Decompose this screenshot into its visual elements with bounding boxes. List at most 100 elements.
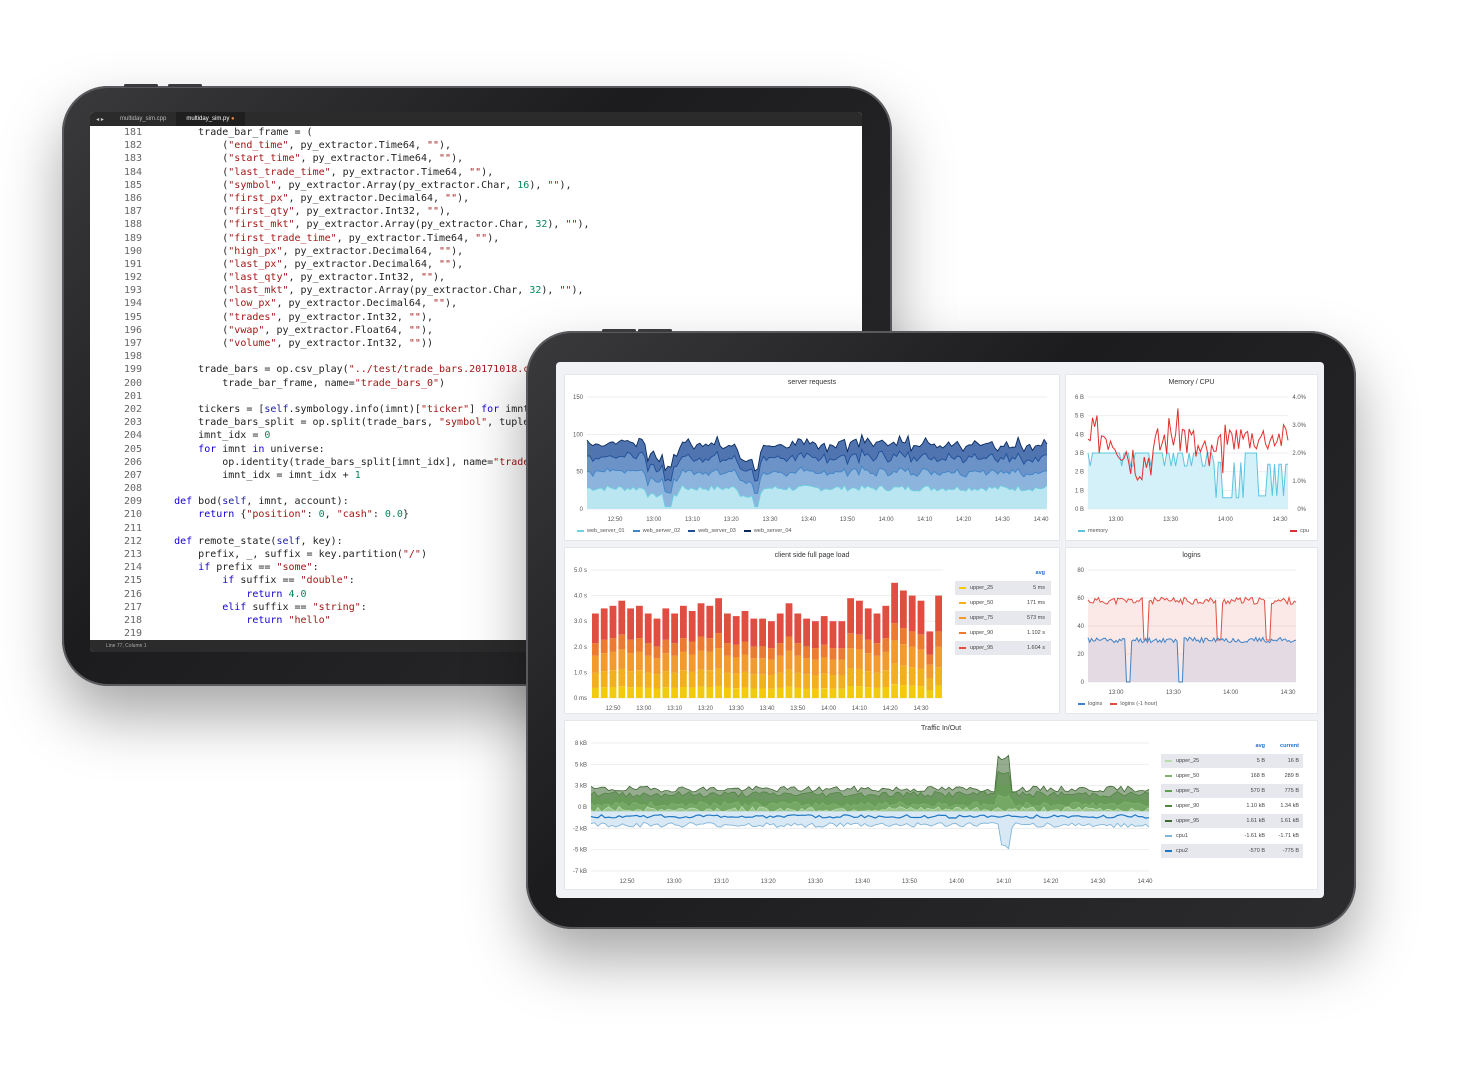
line-number: 206 [123, 456, 142, 468]
legend-item-memory[interactable]: memory [1078, 528, 1108, 534]
line-number: 184 [123, 166, 142, 178]
code-line[interactable]: 198 [90, 350, 862, 363]
legend-label: web_server_02 [642, 528, 681, 534]
legend-item-cpu[interactable]: cpu [1290, 528, 1309, 534]
legend-item[interactable]: web_server_01 [577, 528, 625, 534]
code-line[interactable]: 210 return {"position": 0, "cash": 0.0} [90, 508, 862, 521]
legend-item[interactable]: web_server_04 [743, 528, 791, 534]
code-line[interactable]: 196 ("vwap", py_extractor.Float64, ""), [90, 324, 862, 337]
logins-prev-line [1087, 595, 1297, 641]
bar-segment-upper_90 [715, 633, 722, 649]
code-line[interactable]: 181 trade_bar_frame = ( [90, 126, 862, 139]
bar-segment-upper_75 [618, 649, 626, 669]
legend-item[interactable]: logins (-1 hour) [1110, 701, 1157, 707]
legend-avg: 570 B [1250, 788, 1265, 794]
code-line[interactable]: 213 prefix, _, suffix = key.partition("/… [90, 548, 862, 561]
tab-multiday-sim-py[interactable]: multiday_sim.py ● [176, 112, 245, 126]
bar-segment-upper_90 [785, 636, 793, 651]
code-line[interactable]: 192 ("last_qty", py_extractor.Int32, "")… [90, 271, 862, 284]
code-line[interactable]: 212 def remote_state(self, key): [90, 535, 862, 548]
code-line[interactable]: 206 op.identity(trade_bars_split[imnt_id… [90, 456, 862, 469]
code-line[interactable]: 200 trade_bar_frame, name="trade_bars_0"… [90, 377, 862, 390]
bar-segment-upper_75 [847, 648, 854, 669]
code-line[interactable]: 204 imnt_idx = 0 [90, 429, 862, 442]
code-line[interactable]: 202 tickers = [self.symbology.info(imnt)… [90, 403, 862, 416]
code-line[interactable]: 186 ("first_px", py_extractor.Decimal64,… [90, 192, 862, 205]
code-line[interactable]: 211 [90, 522, 862, 535]
bar-segment-upper_95 [917, 600, 925, 635]
legend-item[interactable]: web_server_03 [688, 528, 736, 534]
legend-row[interactable]: cpu1-1.61 kB-1.71 kB [1161, 829, 1303, 843]
code-line[interactable]: 189 ("first_trade_time", py_extractor.Ti… [90, 232, 862, 245]
code-line[interactable]: 207 imnt_idx = imnt_idx + 1 [90, 469, 862, 482]
code-line[interactable]: 208 [90, 482, 862, 495]
legend-header-avg[interactable]: avg [1255, 743, 1265, 749]
legend-header-current[interactable]: current [1280, 743, 1299, 749]
line-number: 189 [123, 232, 142, 244]
tab-multiday-sim-cpp[interactable]: multiday_sim.cpp [120, 116, 167, 122]
code-line[interactable]: 217 elif suffix == "string": [90, 601, 862, 614]
code-line[interactable]: 205 for imnt in universe: [90, 443, 862, 456]
code-line[interactable]: 218 return "hello" [90, 614, 862, 627]
bar-segment-upper_75 [803, 658, 810, 675]
code-line[interactable]: 188 ("first_mkt", py_extractor.Array(py_… [90, 218, 862, 231]
code-line[interactable]: 194 ("low_px", py_extractor.Decimal64, "… [90, 297, 862, 310]
line-web_server_03 [586, 448, 1047, 482]
line-code: ("first_trade_time", py_extractor.Time64… [150, 232, 500, 244]
bar-segment-upper_90 [732, 644, 740, 658]
line-code: if suffix == "double": [222, 575, 355, 587]
code-line[interactable]: 195 ("trades", py_extractor.Int32, ""), [90, 311, 862, 324]
code-line[interactable]: 219 [90, 627, 862, 640]
legend-row[interactable]: cpu2-570 B-775 B [1161, 844, 1303, 858]
bar-segment-upper_25 [680, 686, 687, 698]
bar-segment-upper_75 [935, 646, 942, 668]
code-line[interactable]: 184 ("last_trade_time", py_extractor.Tim… [90, 166, 862, 179]
code-line[interactable]: 187 ("first_qty", py_extractor.Int32, ""… [90, 205, 862, 218]
code-line[interactable]: 190 ("high_px", py_extractor.Decimal64, … [90, 245, 862, 258]
line-number: 194 [123, 298, 142, 310]
code-line[interactable]: 201 [90, 390, 862, 403]
code-line[interactable]: 182 ("end_time", py_extractor.Time64, ""… [90, 139, 862, 152]
legend-label: upper_95 [970, 645, 994, 651]
bar-segment-upper_50 [750, 674, 758, 689]
x-tick-label: 12:50 [605, 706, 621, 712]
code-line[interactable]: 185 ("symbol", py_extractor.Array(py_ext… [90, 179, 862, 192]
tab-nav-arrows-icon[interactable]: ◂ ▸ [96, 116, 104, 123]
bar-segment-upper_75 [856, 649, 863, 669]
y-tick-label: -7 kB [573, 869, 587, 875]
code-line[interactable]: 197 ("volume", py_extractor.Int32, "")) [90, 337, 862, 350]
memory-line [1087, 452, 1288, 499]
cpu1-area [591, 811, 1149, 849]
code-line[interactable]: 191 ("last_px", py_extractor.Decimal64, … [90, 258, 862, 271]
legend-right: cpu [1290, 528, 1309, 534]
code-line[interactable]: 193 ("last_mkt", py_extractor.Array(py_e… [90, 284, 862, 297]
code-line[interactable]: 183 ("start_time", py_extractor.Time64, … [90, 152, 862, 165]
legend-item[interactable]: logins [1078, 701, 1102, 707]
bar-segment-upper_95 [847, 598, 854, 634]
code-line[interactable]: 214 if prefix == "some": [90, 561, 862, 574]
legend-item[interactable]: web_server_02 [632, 528, 681, 534]
bar-segment-upper_50 [662, 671, 670, 688]
area-web_server_01 [587, 485, 1047, 509]
code-line[interactable]: 215 if suffix == "double": [90, 574, 862, 587]
code-line[interactable]: 203 trade_bars_split = op.split(trade_ba… [90, 416, 862, 429]
legend-swatch [743, 530, 751, 532]
code-line[interactable]: 216 return 4.0 [90, 588, 862, 601]
code-line[interactable]: 209 def bod(self, imnt, account): [90, 495, 862, 508]
